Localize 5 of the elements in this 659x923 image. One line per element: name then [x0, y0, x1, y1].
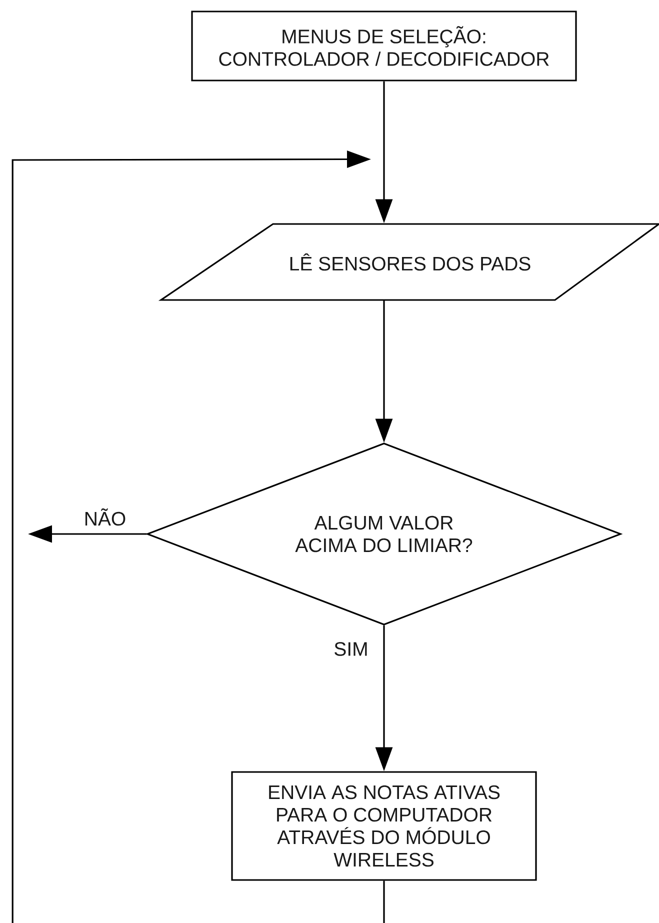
arrow	[12, 150, 385, 923]
process-box: MENUS DE SELEÇÃO: CONTROLADOR / DECODIFICADOR	[191, 10, 577, 82]
edge-label: SIM	[332, 641, 370, 657]
process-box: ENVIA AS NOTAS ATIVAS PARA O COMPUTADOR ATRAVÉS DO MÓDULO WIRELESS	[231, 771, 537, 881]
edge-label: NÃO	[82, 507, 128, 527]
